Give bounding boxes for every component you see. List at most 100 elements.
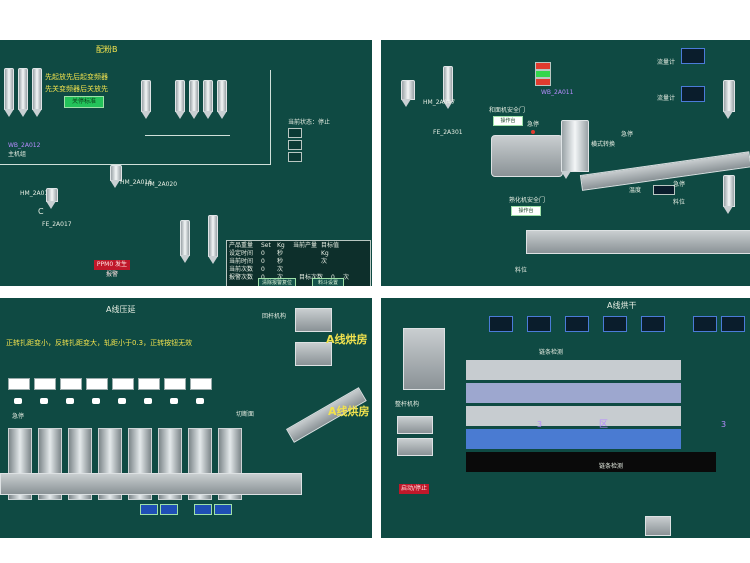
status-light: [66, 398, 74, 404]
stop-label: 急停: [527, 121, 540, 128]
panel-title: 配粉B: [96, 45, 118, 54]
panel-dough-mixing: HM_2A047 FE_2A301 WB_2A011 和面机安全门 操作台 急停…: [381, 40, 750, 286]
zone-label: 3: [721, 420, 727, 429]
label-hm-2a047: HM_2A047: [423, 99, 456, 106]
start-button[interactable]: 关停标准: [64, 96, 104, 108]
silo-icon: [189, 80, 199, 119]
temp-display: [653, 185, 675, 195]
silo-icon: [141, 80, 151, 119]
stop-indicator: [531, 130, 535, 134]
start-stop-button[interactable]: 启动/停止: [399, 484, 429, 494]
label-hm-2a020: HM_2A020: [145, 181, 178, 188]
panel-rolling: A线压延 正转扎距变小，反转扎距变大，轧距小于0.3，正转按钮无效 回杆机构 急…: [0, 298, 372, 538]
status-light: [170, 398, 178, 404]
mixer-tank-icon: [561, 120, 589, 179]
stop-label: 急停: [621, 131, 634, 138]
level-label: 料位: [515, 267, 528, 274]
rack-machine: [295, 342, 332, 366]
status-light: [14, 398, 22, 404]
silo-icon: [180, 220, 190, 263]
door-status[interactable]: 操作台: [493, 116, 523, 126]
flow-label: 流量计: [657, 59, 676, 66]
control-button[interactable]: [194, 504, 212, 515]
zone-label: 区: [599, 420, 609, 430]
temp-display: [721, 316, 745, 332]
status-indicator: [535, 70, 551, 78]
level-label: 料位: [673, 199, 686, 206]
drying-room-label: A线烘房: [326, 333, 368, 346]
hopper-icon: [401, 80, 415, 107]
label-hm-2a016: HM_2A016: [120, 179, 153, 186]
mechanism-label: 回杆机构: [262, 313, 287, 320]
temp-display: [489, 316, 513, 332]
chain-label: 链条检测: [599, 463, 624, 470]
drying-zone: [466, 406, 681, 426]
alarm-button[interactable]: PPM0 发生报警: [94, 260, 130, 278]
silo-icon: [175, 80, 185, 119]
pipe-line: [0, 164, 270, 165]
control-button[interactable]: [140, 504, 158, 515]
rack-machine: [397, 416, 433, 434]
table-cell: 当前次数: [229, 266, 254, 273]
silo-icon: [208, 215, 218, 264]
pipe-line: [270, 70, 271, 165]
status-indicator: [535, 62, 551, 70]
outlet-bin: [645, 516, 671, 536]
door-status[interactable]: 操作台: [511, 206, 541, 216]
control-button[interactable]: [214, 504, 232, 515]
silo-icon: [18, 68, 28, 117]
label-wb: WB_2A012: [8, 142, 41, 149]
table-cell: 设定时间: [229, 250, 254, 257]
flow-display: [681, 86, 705, 102]
production-table: 产品重量 Set Kg 当前产量 目标值 设定时间 0 秒 Kg 当前时间 0 …: [226, 240, 371, 286]
panel-title: A线烘干: [607, 301, 637, 310]
label-fe-2a301: FE_2A301: [433, 129, 463, 136]
notice-line-1: 先起放先后起变频器: [45, 73, 108, 81]
panel-drying: A线烘干 链条检测 整杆机构 3 区 3 链条检测 启动/停止: [381, 298, 750, 538]
panel-flour-dosing: 配粉B 先起放先后起变频器 先关变频器后关放先 关停标准 当前状态：停止 WB_…: [0, 40, 372, 286]
temp-display: [603, 316, 627, 332]
silo-icon: [217, 80, 227, 119]
status-text: 当前状态：停止: [288, 119, 331, 126]
notice-line-2: 先关变频器后关放先: [45, 85, 108, 93]
table-cell: 0: [261, 258, 265, 265]
panel-title: A线压延: [106, 305, 136, 314]
value-tag: [86, 378, 108, 390]
value-tag: [138, 378, 160, 390]
stop-label: 急停: [673, 181, 686, 188]
temp-display: [565, 316, 589, 332]
water-tank-icon: [723, 175, 735, 214]
table-cell: 0: [261, 250, 265, 257]
label-mix: 主机组: [8, 151, 27, 158]
drying-room-label: A线烘房: [328, 405, 370, 418]
status-indicator: [535, 78, 551, 86]
stop-label: 急停: [12, 413, 25, 420]
silo-icon: [4, 68, 14, 117]
table-header: 目标值: [321, 242, 340, 249]
silo-icon: [443, 66, 453, 109]
table-cell: 0: [331, 275, 335, 281]
horizontal-label: 横式转换: [591, 141, 616, 148]
rack-label: 整杆机构: [395, 401, 420, 408]
status-light: [92, 398, 100, 404]
label-wb-2a011: WB_2A011: [541, 89, 574, 96]
control-button[interactable]: [160, 504, 178, 515]
flow-display: [681, 48, 705, 64]
table-cell: 秒: [277, 258, 284, 265]
door-label: 和面机安全门: [489, 107, 526, 114]
hopper-icon: [110, 165, 122, 188]
reset-alarm-button[interactable]: 清除报警复位: [258, 278, 296, 286]
table-header: Set: [261, 242, 271, 249]
drying-zone: [466, 360, 681, 380]
temp-label: 温度: [629, 187, 642, 194]
table-header: 产品重量: [229, 242, 254, 249]
table-cell: 次: [277, 275, 283, 281]
hopper-settings-button[interactable]: 料斗设置: [312, 278, 344, 286]
notice: 正转扎距变小，反转扎距变大，轧距小于0.3，正转按钮无效: [6, 339, 193, 347]
hopper-icon: [46, 188, 58, 209]
label-hm-2a013: HM_2A013: [20, 190, 53, 197]
rack-machine: [397, 438, 433, 456]
door-label: 熟化机安全门: [509, 197, 546, 204]
temp-display: [641, 316, 665, 332]
table-cell: 次: [277, 266, 284, 273]
